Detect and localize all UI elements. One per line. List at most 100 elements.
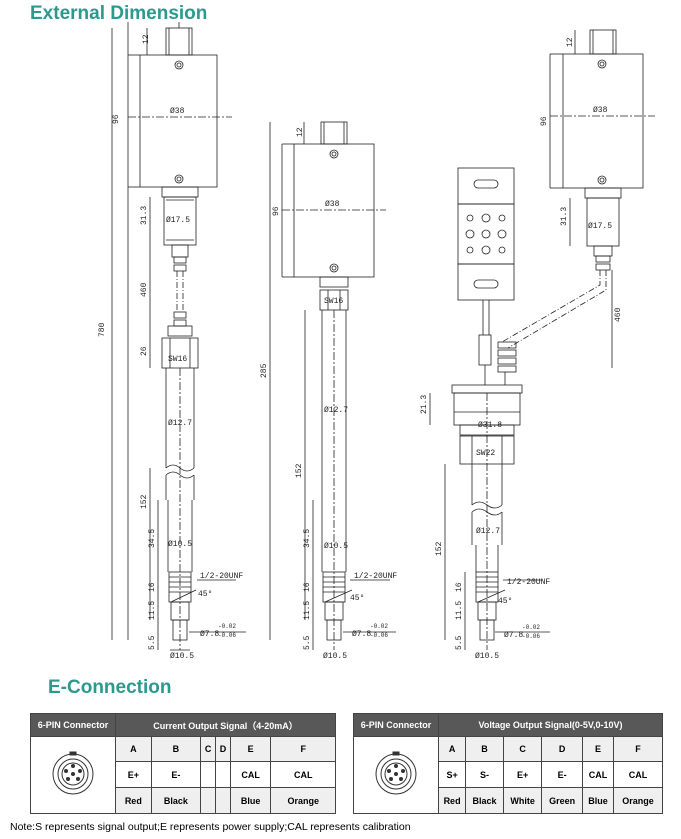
view-3-drawing (429, 29, 655, 650)
v3-dim-11-5: 11.5 (455, 601, 464, 620)
signal-f: CAL (612, 761, 664, 788)
v3-dia-10-5-tip: Ø10.5 (475, 652, 499, 661)
v1-dim-780: 780 (98, 322, 107, 337)
color-e: Blue (582, 787, 614, 814)
v1-tol-lower: -0.06 (218, 632, 236, 639)
v3-tol-lower: -0.06 (522, 633, 540, 640)
v3-dim-12: 12 (566, 37, 575, 47)
v3-dia-31-8: Ø31.8 (478, 421, 502, 430)
connector-header: 6-PIN Connector (30, 713, 116, 737)
v1-tol-upper: -0.02 (218, 623, 236, 630)
signal-f: CAL (270, 761, 336, 788)
v2-dim-11-5: 11.5 (303, 601, 312, 620)
col-f: F (612, 736, 664, 762)
v1-dia-12-7: Ø12.7 (168, 419, 192, 428)
v3-angle: 45° (498, 597, 512, 606)
v3-dia-17-5: Ø17.5 (588, 222, 612, 231)
color-c: White (502, 787, 543, 814)
v1-dim-152: 152 (140, 494, 149, 509)
v3-thread: 1/2-20UNF (507, 578, 550, 587)
col-d: D (215, 736, 231, 762)
v3-dia-12-7: Ø12.7 (476, 527, 500, 536)
v2-dim-285: 285 (260, 363, 269, 378)
v2-dim-34-5: 34.5 (303, 529, 312, 548)
v3-tol-upper: -0.02 (522, 624, 540, 631)
v3-dim-460: 460 (614, 307, 623, 322)
col-c: C (200, 736, 217, 762)
v1-dim-460: 460 (140, 282, 149, 297)
v3-dim-16: 16 (455, 582, 464, 592)
v2-dia-10-5: Ø10.5 (324, 542, 348, 551)
v2-dia-12-7: Ø12.7 (324, 406, 348, 415)
v2-tol-upper: -0.02 (370, 623, 388, 630)
v1-dia-10-5-tip: Ø10.5 (170, 652, 194, 661)
color-d (215, 787, 231, 814)
col-c: C (502, 736, 543, 762)
external-dimension-heading: External Dimension (30, 3, 208, 24)
e-connection-heading: E-Connection (48, 677, 172, 698)
color-f: Orange (612, 787, 664, 814)
v2-dim-96: 96 (272, 206, 281, 216)
signal-c: E+ (502, 761, 543, 788)
current-output-table: 6-PIN Connector Current Output Signal（4-… (30, 713, 336, 814)
v1-dia-17-5: Ø17.5 (166, 216, 190, 225)
col-e: E (229, 736, 272, 762)
v2-dia-10-5-tip: Ø10.5 (323, 652, 347, 661)
v2-dia-7-8: Ø7.8 (352, 630, 371, 639)
color-a: Red (115, 787, 152, 814)
v1-sw16: SW16 (168, 355, 187, 364)
v1-thread: 1/2-20UNF (200, 572, 243, 581)
v1-dim-26: 26 (140, 346, 149, 356)
voltage-signal-title: Voltage Output Signal(0-5V,0-10V) (438, 713, 663, 737)
v2-sw16: SW16 (324, 297, 343, 306)
connector-cell (353, 736, 439, 814)
voltage-output-table: 6-PIN Connector Voltage Output Signal(0-… (353, 713, 664, 814)
v1-dim-12: 12 (142, 34, 151, 44)
v3-dia-7-8: Ø7.8 (504, 631, 523, 640)
v2-tol-lower: -0.06 (370, 632, 388, 639)
col-e: E (582, 736, 614, 762)
signal-c (200, 761, 217, 788)
v2-thread: 1/2-20UNF (354, 572, 397, 581)
signal-e: CAL (582, 761, 614, 788)
signal-a: S+ (437, 761, 467, 788)
external-dimension-drawing: 12 96 Ø38 31.3 Ø17.5 460 780 26 SW16 Ø12… (98, 22, 655, 661)
six-pin-connector-icon (375, 751, 417, 795)
v1-dim-5-5: 5.5 (148, 635, 157, 650)
connector-cell (30, 736, 116, 814)
view-1-drawing (111, 22, 246, 651)
col-d: D (541, 736, 584, 762)
color-c (200, 787, 217, 814)
v1-dim-11-5: 11.5 (148, 601, 157, 620)
signal-b: S- (465, 761, 504, 788)
v3-dim-31-3: 31.3 (560, 207, 569, 226)
color-f: Orange (270, 787, 336, 814)
signal-e: CAL (229, 761, 272, 788)
col-b: B (150, 736, 202, 762)
signal-b: E- (150, 761, 202, 788)
v1-angle: 45° (198, 590, 212, 599)
v1-dim-34-5: 34.5 (148, 529, 157, 548)
v3-dim-5-5: 5.5 (455, 635, 464, 650)
signal-d (215, 761, 231, 788)
v1-dim-16: 16 (148, 582, 157, 592)
v2-dim-152: 152 (295, 463, 304, 478)
color-b: Black (465, 787, 504, 814)
v2-dim-12: 12 (296, 127, 305, 137)
v2-dia-38: Ø38 (325, 200, 340, 209)
signal-d: E- (541, 761, 584, 788)
v1-dia-38: Ø38 (170, 107, 185, 116)
current-signal-title: Current Output Signal（4-20mA） (115, 713, 336, 737)
signal-a: E+ (115, 761, 152, 788)
col-a: A (437, 736, 467, 762)
color-b: Black (150, 787, 202, 814)
connector-header: 6-PIN Connector (353, 713, 439, 737)
v2-dim-5-5: 5.5 (303, 635, 312, 650)
legend-note: Note:S represents signal output;E repres… (10, 821, 411, 833)
v3-dim-96: 96 (540, 116, 549, 126)
color-e: Blue (229, 787, 272, 814)
col-b: B (465, 736, 504, 762)
col-a: A (115, 736, 152, 762)
v3-sw22: SW22 (476, 449, 495, 458)
v1-dim-31-3: 31.3 (140, 206, 149, 225)
